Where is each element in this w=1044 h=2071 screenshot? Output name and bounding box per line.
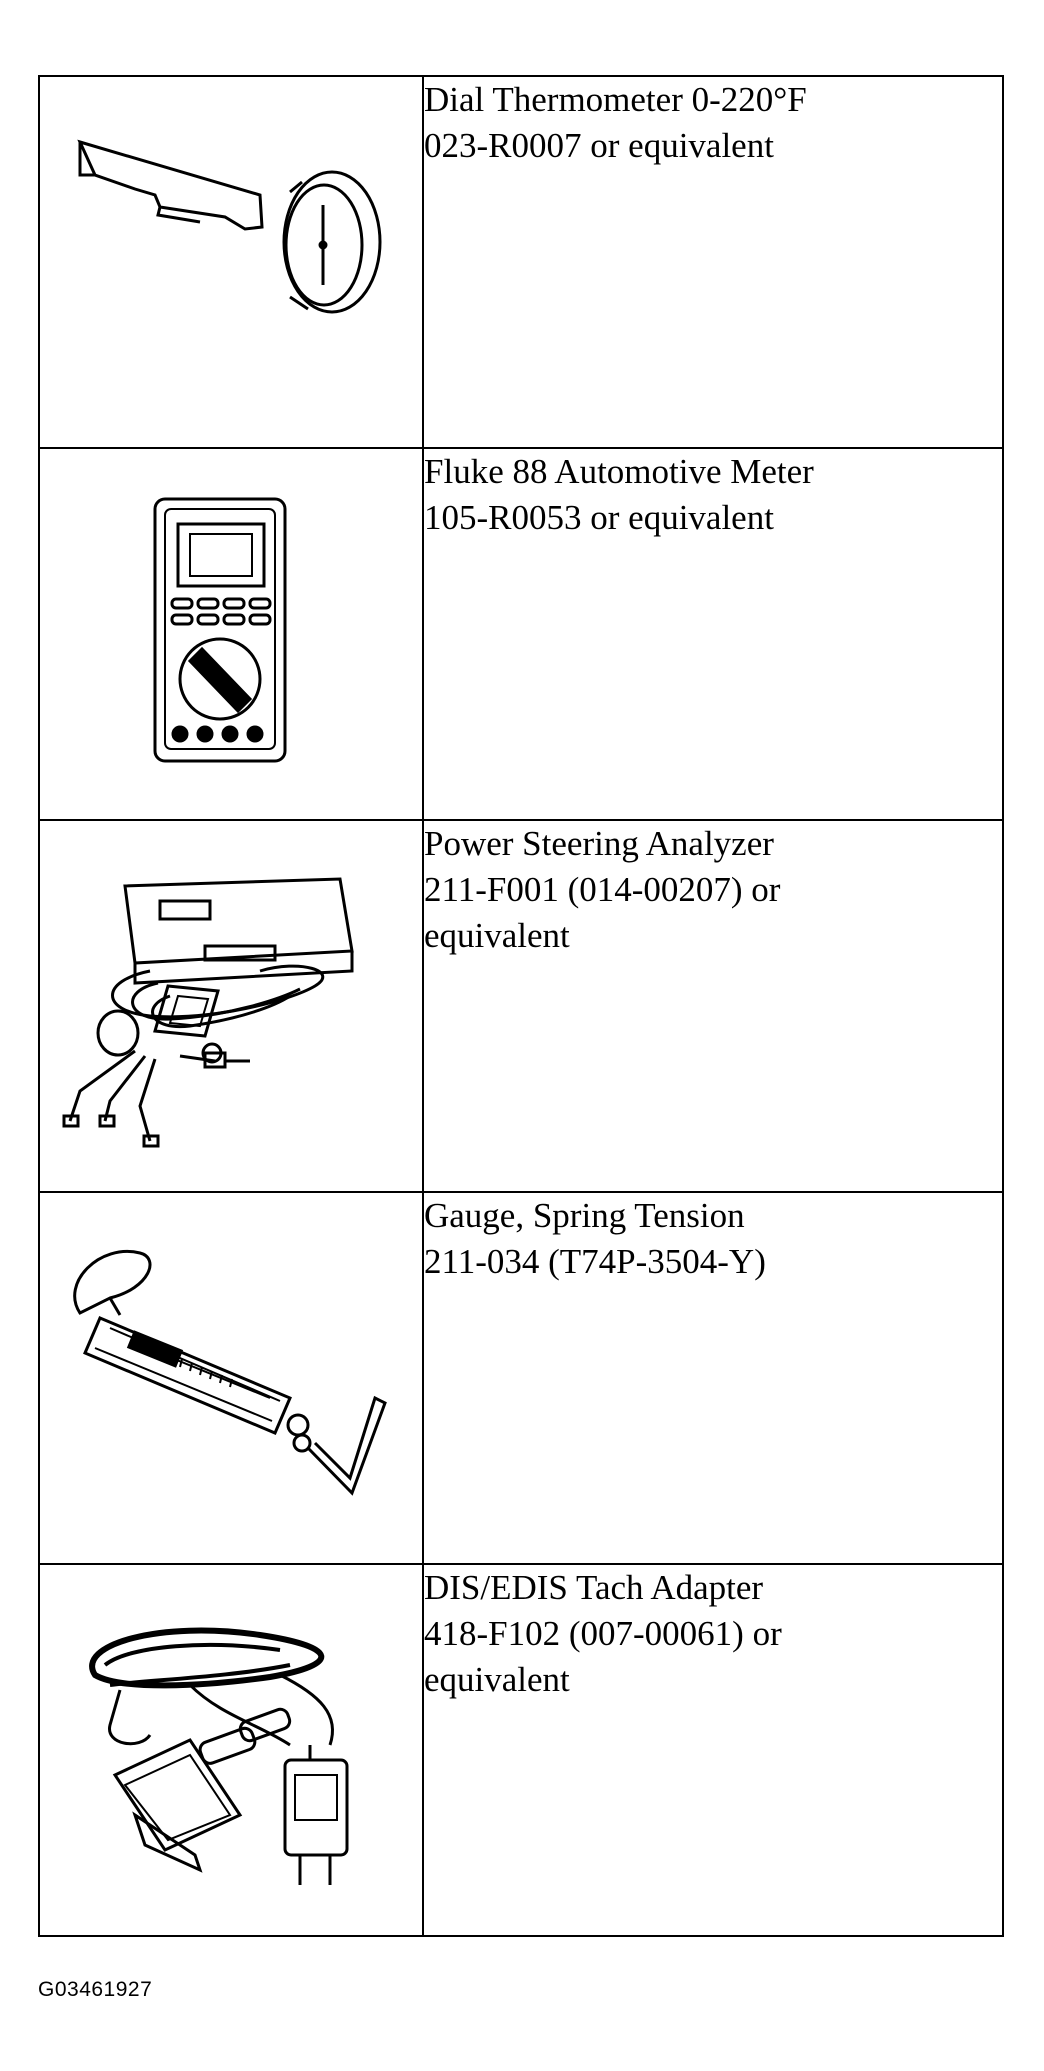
- spring-tension-gauge-icon: [73, 1250, 387, 1496]
- tool-description-cell: DIS/EDIS Tach Adapter 418-F102 (007-0006…: [422, 1563, 1004, 1937]
- tool-image-cell: [38, 75, 424, 449]
- table-row: Power Steering Analyzer 211-F001 (014-00…: [38, 819, 1004, 1193]
- table-row: Gauge, Spring Tension 211-034 (T74P-3504…: [38, 1191, 1004, 1565]
- tool-description-cell: Gauge, Spring Tension 211-034 (T74P-3504…: [422, 1191, 1004, 1565]
- tool-image-cell: [38, 447, 424, 821]
- power-steering-analyzer-icon: [62, 877, 354, 1148]
- table-row: DIS/EDIS Tach Adapter 418-F102 (007-0006…: [38, 1563, 1004, 1937]
- tool-description: Fluke 88 Automotive Meter 105-R0053 or e…: [424, 452, 814, 537]
- figure-id: G03461927: [38, 1978, 153, 2001]
- tool-description-cell: Fluke 88 Automotive Meter 105-R0053 or e…: [422, 447, 1004, 821]
- tool-image-cell: [38, 1563, 424, 1937]
- dial-thermometer-icon: [77, 139, 382, 314]
- tool-image-cell: [38, 1191, 424, 1565]
- tool-description: Gauge, Spring Tension 211-034 (T74P-3504…: [424, 1196, 766, 1281]
- multimeter-icon: [153, 497, 287, 763]
- tool-description: Power Steering Analyzer 211-F001 (014-00…: [424, 824, 781, 955]
- tool-description-cell: Power Steering Analyzer 211-F001 (014-00…: [422, 819, 1004, 1193]
- tach-adapter-icon: [89, 1627, 349, 1885]
- tool-description: DIS/EDIS Tach Adapter 418-F102 (007-0006…: [424, 1568, 782, 1699]
- table-row: Fluke 88 Automotive Meter 105-R0053 or e…: [38, 447, 1004, 821]
- tool-description-cell: Dial Thermometer 0-220°F 023-R0007 or eq…: [422, 75, 1004, 449]
- tools-table: Dial Thermometer 0-220°F 023-R0007 or eq…: [38, 75, 1004, 1937]
- tool-description: Dial Thermometer 0-220°F 023-R0007 or eq…: [424, 80, 807, 165]
- tool-image-cell: [38, 819, 424, 1193]
- table-row: Dial Thermometer 0-220°F 023-R0007 or eq…: [38, 75, 1004, 449]
